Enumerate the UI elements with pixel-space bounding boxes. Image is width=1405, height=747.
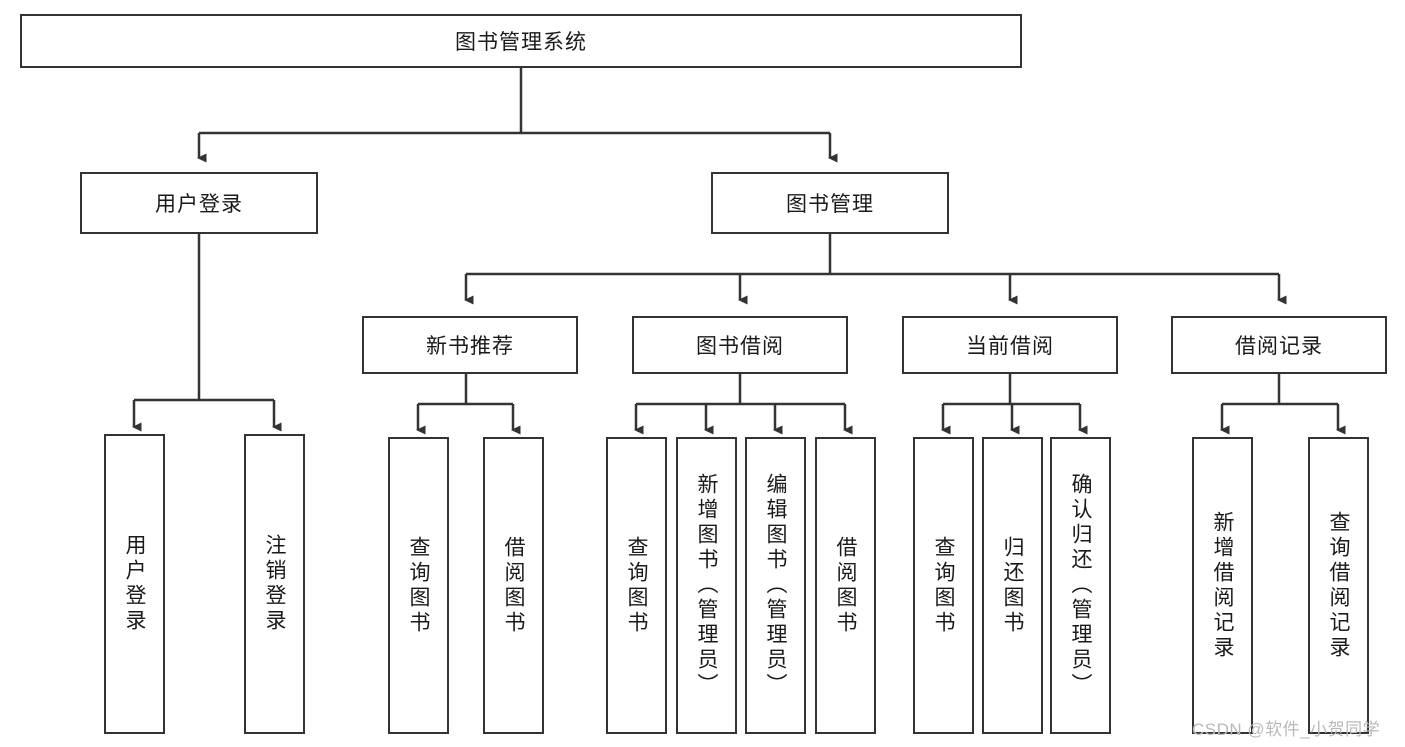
leaf-book-borrow-add[interactable]: 新增图书（管理员） [676, 437, 737, 734]
node-label: 图书管理 [786, 193, 874, 216]
leaf-current-borrow-confirm-return[interactable]: 确认归还（管理员） [1050, 437, 1111, 734]
csdn-watermark: CSDN @软件_小贺同学 [1192, 720, 1381, 739]
node-book-management-system[interactable]: 图书管理系统 [20, 14, 1022, 68]
node-label: 确认归还（管理员） [1069, 473, 1092, 698]
node-label: 图书借阅 [696, 335, 784, 358]
leaf-new-book-borrow[interactable]: 借阅图书 [483, 437, 544, 734]
node-label: 借阅记录 [1235, 335, 1323, 358]
leaf-borrow-record-add[interactable]: 新增借阅记录 [1192, 437, 1253, 734]
leaf-user-login-login[interactable]: 用户登录 [104, 434, 165, 734]
node-label: 当前借阅 [966, 335, 1054, 358]
leaf-book-borrow-borrow[interactable]: 借阅图书 [815, 437, 876, 734]
node-borrow-records[interactable]: 借阅记录 [1171, 316, 1387, 374]
leaf-current-borrow-query[interactable]: 查询图书 [913, 437, 974, 734]
node-user-login[interactable]: 用户登录 [80, 172, 318, 234]
leaf-user-login-logout[interactable]: 注销登录 [244, 434, 305, 734]
node-current-borrow[interactable]: 当前借阅 [902, 316, 1118, 374]
node-label: 查询借阅记录 [1327, 510, 1350, 661]
node-label: 查询图书 [932, 535, 955, 636]
leaf-book-borrow-query[interactable]: 查询图书 [606, 437, 667, 734]
node-label: 编辑图书（管理员） [764, 473, 787, 698]
node-label: 借阅图书 [834, 535, 857, 636]
node-label: 注销登录 [263, 534, 286, 634]
node-label: 查询图书 [407, 535, 430, 636]
node-book-management[interactable]: 图书管理 [711, 172, 949, 234]
node-label: 归还图书 [1001, 535, 1024, 636]
node-label: 查询图书 [625, 535, 648, 636]
node-book-borrow[interactable]: 图书借阅 [632, 316, 848, 374]
leaf-borrow-record-query[interactable]: 查询借阅记录 [1308, 437, 1369, 734]
node-label: 用户登录 [155, 193, 243, 216]
node-label: 新增图书（管理员） [695, 473, 718, 698]
leaf-book-borrow-edit[interactable]: 编辑图书（管理员） [745, 437, 806, 734]
node-label: 图书管理系统 [455, 31, 587, 54]
node-label: 借阅图书 [502, 535, 525, 636]
node-label: 新书推荐 [426, 335, 514, 358]
node-label: 用户登录 [123, 534, 146, 634]
leaf-current-borrow-return[interactable]: 归还图书 [982, 437, 1043, 734]
leaf-new-book-query[interactable]: 查询图书 [388, 437, 449, 734]
node-new-book-recommend[interactable]: 新书推荐 [362, 316, 578, 374]
node-label: 新增借阅记录 [1211, 510, 1234, 661]
